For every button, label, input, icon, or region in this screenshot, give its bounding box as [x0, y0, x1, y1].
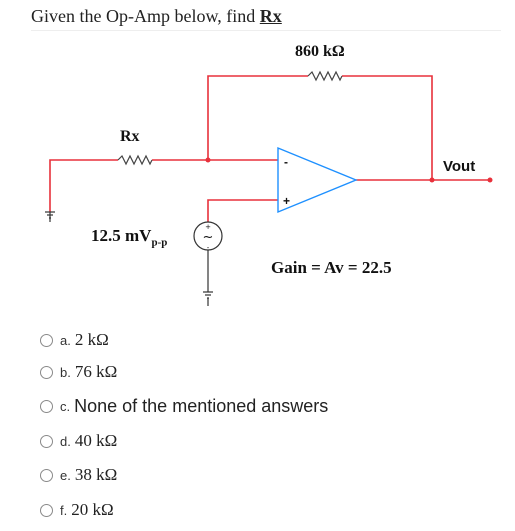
feedback-resistor-zigzag	[307, 70, 343, 82]
option-text: None of the mentioned answers	[74, 396, 329, 416]
radio-c[interactable]	[40, 400, 53, 413]
output-junction-dot	[429, 177, 435, 183]
radio-f[interactable]	[40, 503, 53, 517]
noninverting-wire	[207, 199, 278, 222]
ac-source-symbol: ~	[203, 230, 214, 245]
rx-label: Rx	[120, 128, 140, 145]
rx-resistor-zigzag	[117, 154, 153, 166]
radio-d[interactable]	[40, 434, 53, 448]
ac-source-plus: +	[205, 223, 211, 231]
option-e[interactable]: e.38 kΩ	[40, 465, 117, 485]
circuit-wires	[49, 75, 490, 222]
source-value: 12.5 mV	[91, 226, 152, 245]
gain-label: Gain = Av = 22.5	[271, 258, 392, 277]
ground-icon	[45, 211, 55, 222]
option-letter: b.	[60, 364, 71, 380]
option-letter: f.	[60, 502, 68, 518]
source-label: 12.5 mVp-p	[91, 226, 167, 248]
question-text: Given the Op-Amp below, find Rx	[31, 6, 282, 27]
radio-a[interactable]	[40, 333, 53, 347]
divider	[31, 30, 501, 31]
input-wire	[49, 159, 118, 212]
option-letter: e.	[60, 467, 71, 483]
op-amp-circuit: - + ~ + -	[45, 70, 493, 306]
inverting-sign: -	[284, 155, 288, 169]
option-text: 40 kΩ	[74, 431, 118, 450]
ac-source-minus: -	[207, 244, 210, 252]
source-subscript: p-p	[151, 236, 168, 249]
feedback-wire-left	[207, 75, 308, 160]
option-letter: c.	[60, 399, 71, 414]
ground-icon	[203, 291, 213, 306]
radio-e[interactable]	[40, 468, 53, 482]
vout-label: Vout	[443, 158, 476, 175]
option-c[interactable]: c.None of the mentioned answers	[40, 396, 328, 417]
radio-b[interactable]	[40, 365, 53, 379]
output-terminal-dot	[487, 177, 493, 183]
option-a[interactable]: a.2 kΩ	[40, 330, 109, 350]
question-target: Rx	[259, 6, 282, 26]
junction-dot	[205, 157, 211, 163]
option-d[interactable]: d.40 kΩ	[40, 431, 117, 451]
option-letter: d.	[60, 433, 71, 449]
feedback-wire-right	[342, 75, 433, 180]
question-prefix: Given the Op-Amp below, find	[31, 6, 260, 26]
option-b[interactable]: b.76 kΩ	[40, 362, 117, 382]
option-text: 20 kΩ	[71, 500, 114, 519]
feedback-resistor-label: 860 kΩ	[295, 43, 345, 60]
option-f[interactable]: f.20 kΩ	[40, 500, 114, 520]
option-text: 38 kΩ	[74, 465, 118, 484]
op-amp-symbol	[277, 146, 358, 214]
option-text: 2 kΩ	[74, 330, 109, 349]
noninverting-sign: +	[283, 194, 290, 208]
option-letter: a.	[60, 332, 71, 348]
option-text: 76 kΩ	[74, 362, 118, 381]
